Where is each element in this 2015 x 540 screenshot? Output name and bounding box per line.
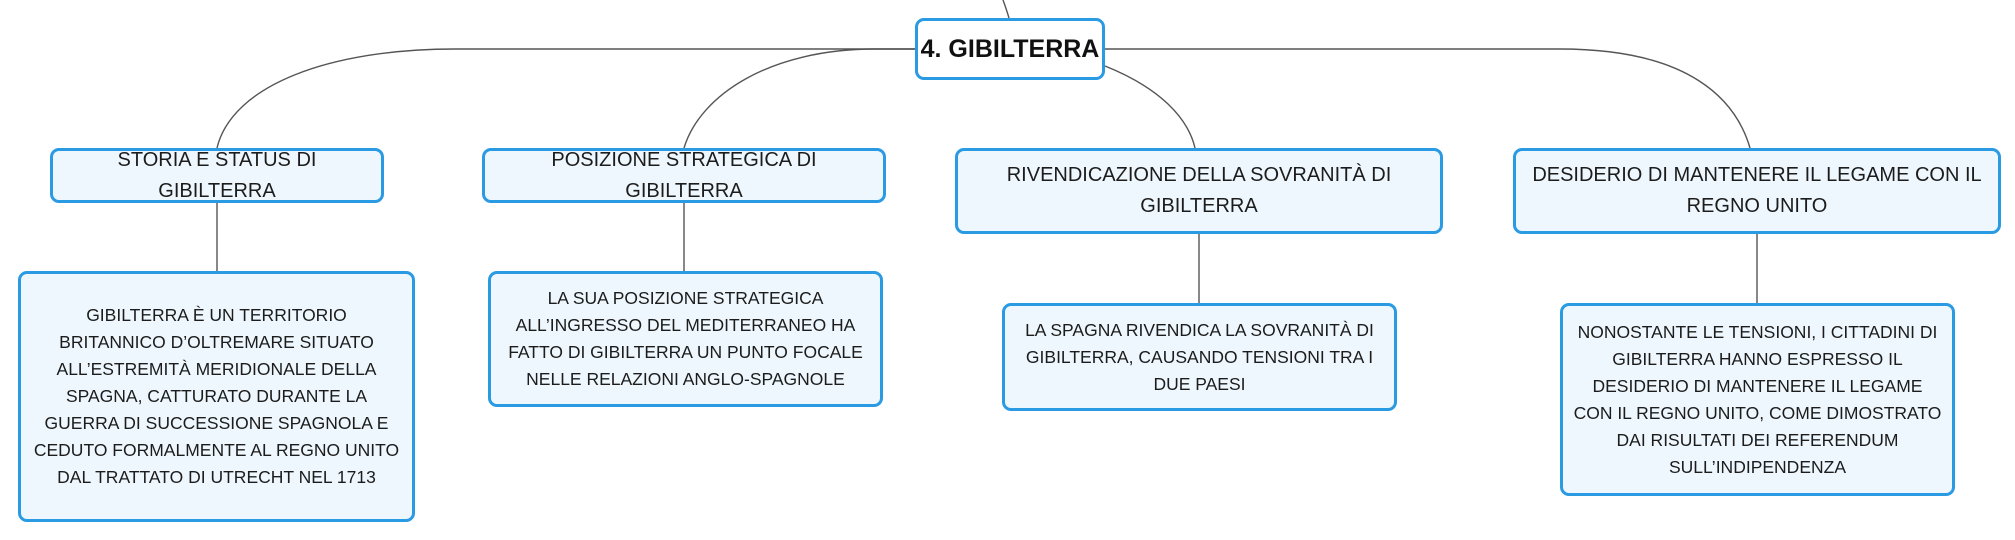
connector-root-to-topic-3 [1104, 65, 1196, 149]
detail-node-text: LA SUA POSIZIONE STRATEGICA ALL’INGRESSO… [508, 288, 863, 389]
detail-node-text: NONOSTANTE LE TENSIONI, I CITTADINI DI G… [1573, 321, 1942, 477]
topic-node-label: POSIZIONE STRATEGICA DI GIBILTERRA [551, 148, 817, 202]
root-node[interactable]: 4. GIBILTERRA [915, 18, 1105, 80]
topic-node-label: RIVENDICAZIONE DELLA SOVRANITÀ DI GIBILT… [1006, 164, 1392, 217]
topic-node-rivendicazione-sovranita[interactable]: RIVENDICAZIONE DELLA SOVRANITÀ DI GIBILT… [955, 148, 1443, 234]
connector-root-to-topic-1 [216, 48, 915, 149]
root-node-label: 4. GIBILTERRA [920, 34, 1100, 63]
topic-node-label: STORIA E STATUS DI GIBILTERRA [117, 148, 317, 202]
topic-node-posizione-strategica[interactable]: POSIZIONE STRATEGICA DI GIBILTERRA [482, 148, 886, 203]
topic-node-legame-regno-unito[interactable]: DESIDERIO DI MANTENERE IL LEGAME CON IL … [1513, 148, 2001, 234]
detail-node-text: LA SPAGNA RIVENDICA LA SOVRANITÀ DI GIBI… [1025, 319, 1374, 394]
connector-root-to-topic-2 [683, 48, 915, 149]
detail-node-rivendicazione-sovranita[interactable]: LA SPAGNA RIVENDICA LA SOVRANITÀ DI GIBI… [1002, 303, 1397, 411]
connector-root-to-topic-4 [1105, 48, 1751, 149]
detail-node-legame-regno-unito[interactable]: NONOSTANTE LE TENSIONI, I CITTADINI DI G… [1560, 303, 1955, 496]
topic-node-label: DESIDERIO DI MANTENERE IL LEGAME CON IL … [1532, 164, 1982, 217]
connector-parent-to-root [1002, 0, 1010, 19]
detail-node-storia-status[interactable]: GIBILTERRA È UN TERRITORIO BRITANNICO D’… [18, 271, 415, 522]
topic-node-storia-status[interactable]: STORIA E STATUS DI GIBILTERRA [50, 148, 384, 203]
detail-node-text: GIBILTERRA È UN TERRITORIO BRITANNICO D’… [33, 305, 400, 487]
detail-node-posizione-strategica[interactable]: LA SUA POSIZIONE STRATEGICA ALL’INGRESSO… [488, 271, 883, 407]
